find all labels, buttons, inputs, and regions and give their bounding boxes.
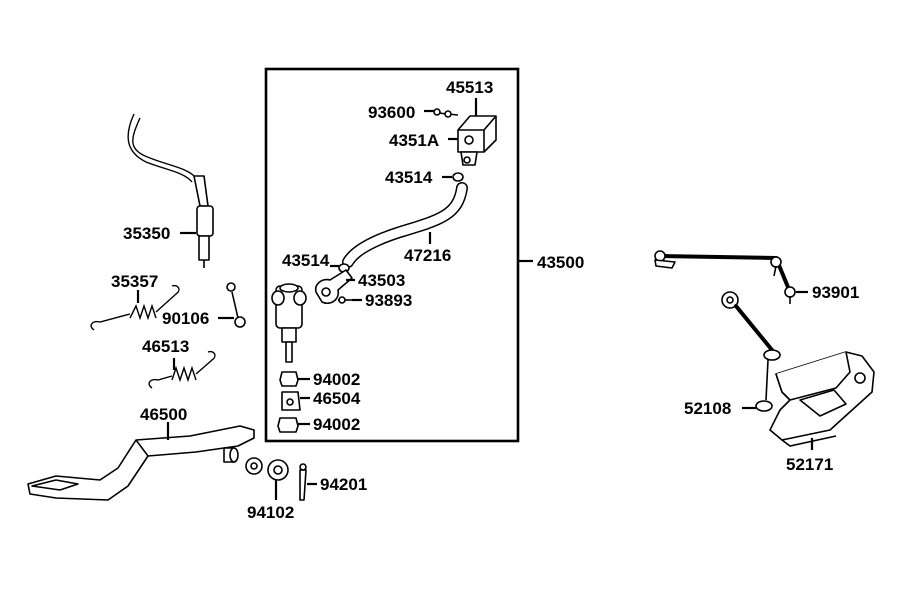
switch-35350 <box>127 113 214 268</box>
bracket-52171 <box>769 351 875 447</box>
clamp-43514-top <box>452 172 464 182</box>
label-43500: 43500 <box>537 253 584 272</box>
assembly-box-43500 <box>264 67 520 443</box>
label-43514-bottom: 43514 <box>282 251 330 270</box>
label-47216: 47216 <box>404 246 451 265</box>
label-45513: 45513 <box>446 78 493 97</box>
rod-assembly <box>654 250 792 294</box>
screw-93893 <box>338 296 352 304</box>
spring-35357 <box>90 284 180 331</box>
bolt-93600 <box>433 108 459 118</box>
master-cylinder <box>271 283 307 363</box>
cotter-pin-94201 <box>299 463 307 501</box>
screw-93901-bottom <box>784 286 796 304</box>
nut-94002-top <box>279 371 299 387</box>
label-93600: 93600 <box>368 103 415 122</box>
reservoir-45513 <box>457 115 497 166</box>
label-52108: 52108 <box>684 399 731 418</box>
label-94002-top: 94002 <box>313 370 360 389</box>
nut-94002-bottom <box>277 417 299 433</box>
label-52171: 52171 <box>786 455 833 474</box>
label-35350: 35350 <box>123 224 170 243</box>
link-rod <box>721 291 774 352</box>
screw-93901-top <box>770 256 782 277</box>
label-46504: 46504 <box>313 389 361 408</box>
pedal-46500 <box>27 425 255 501</box>
label-46513: 46513 <box>142 337 189 356</box>
label-94102: 94102 <box>247 503 294 522</box>
washer-52108 <box>755 349 781 412</box>
clevis-46504 <box>281 391 301 411</box>
label-43514-top: 43514 <box>385 168 433 187</box>
connector-43503 <box>314 269 353 305</box>
label-43503: 43503 <box>358 271 405 290</box>
label-94201: 94201 <box>320 475 367 494</box>
label-93893: 93893 <box>365 291 412 310</box>
washer-94102 <box>245 457 289 481</box>
bolt-90106 <box>226 282 246 328</box>
spring-46513 <box>148 350 216 389</box>
label-35357: 35357 <box>111 272 158 291</box>
label-93901: 93901 <box>812 283 859 302</box>
label-94002-bottom: 94002 <box>313 415 360 434</box>
label-90106: 90106 <box>162 309 209 328</box>
label-46500: 46500 <box>140 405 187 424</box>
label-4351A: 4351A <box>389 131 439 150</box>
